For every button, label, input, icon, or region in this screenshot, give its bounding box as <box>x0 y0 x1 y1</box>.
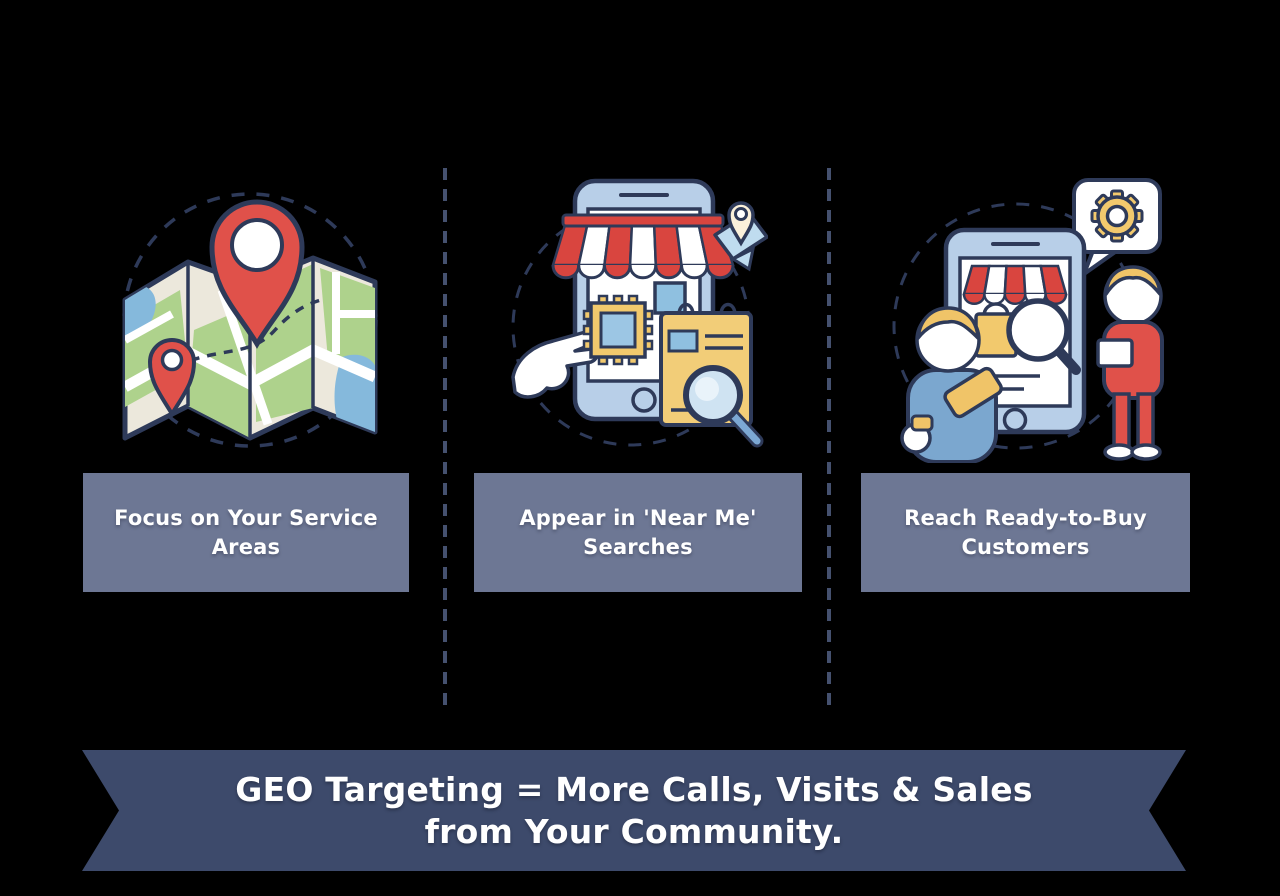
banner-line-1: GEO Targeting = More Calls, Visits & Sal… <box>235 769 1033 809</box>
customer-right <box>1096 265 1164 461</box>
location-badge <box>713 201 768 272</box>
gear-speech-bubble <box>1072 178 1162 276</box>
caption-line: Customers <box>961 534 1090 559</box>
caption-ready-to-buy: Reach Ready-to-Buy Customers <box>861 473 1190 592</box>
column-divider-2 <box>827 168 831 714</box>
caption-line: Appear in 'Near Me' <box>519 506 757 531</box>
caption-service-areas: Focus on Your Service Areas <box>83 473 409 592</box>
shoppers-at-online-store-icon <box>888 168 1178 463</box>
chip-stamp <box>582 294 654 366</box>
caption-line: Areas <box>211 534 281 559</box>
customer-left <box>900 306 1003 463</box>
magnifier-icon <box>1006 298 1081 375</box>
caption-line: Searches <box>583 534 693 559</box>
caption-line: Focus on Your Service <box>114 506 378 531</box>
screen-awning <box>962 264 1068 305</box>
large-map-pin <box>209 199 305 349</box>
storefront-phone-search-icon <box>503 165 768 460</box>
storefront-awning <box>551 213 735 280</box>
folded-map <box>122 255 378 441</box>
small-map-pin <box>147 338 197 418</box>
caption-line: Reach Ready-to-Buy <box>904 506 1147 531</box>
caption-near-me-searches: Appear in 'Near Me' Searches <box>474 473 802 592</box>
column-divider-1 <box>443 168 447 714</box>
gear-icon <box>1090 189 1144 243</box>
map-with-location-pins-icon <box>108 172 392 462</box>
banner-ribbon: GEO Targeting = More Calls, Visits & Sal… <box>82 750 1186 871</box>
banner-line-2: from Your Community. <box>424 811 844 851</box>
magnifier-icon <box>683 365 764 448</box>
